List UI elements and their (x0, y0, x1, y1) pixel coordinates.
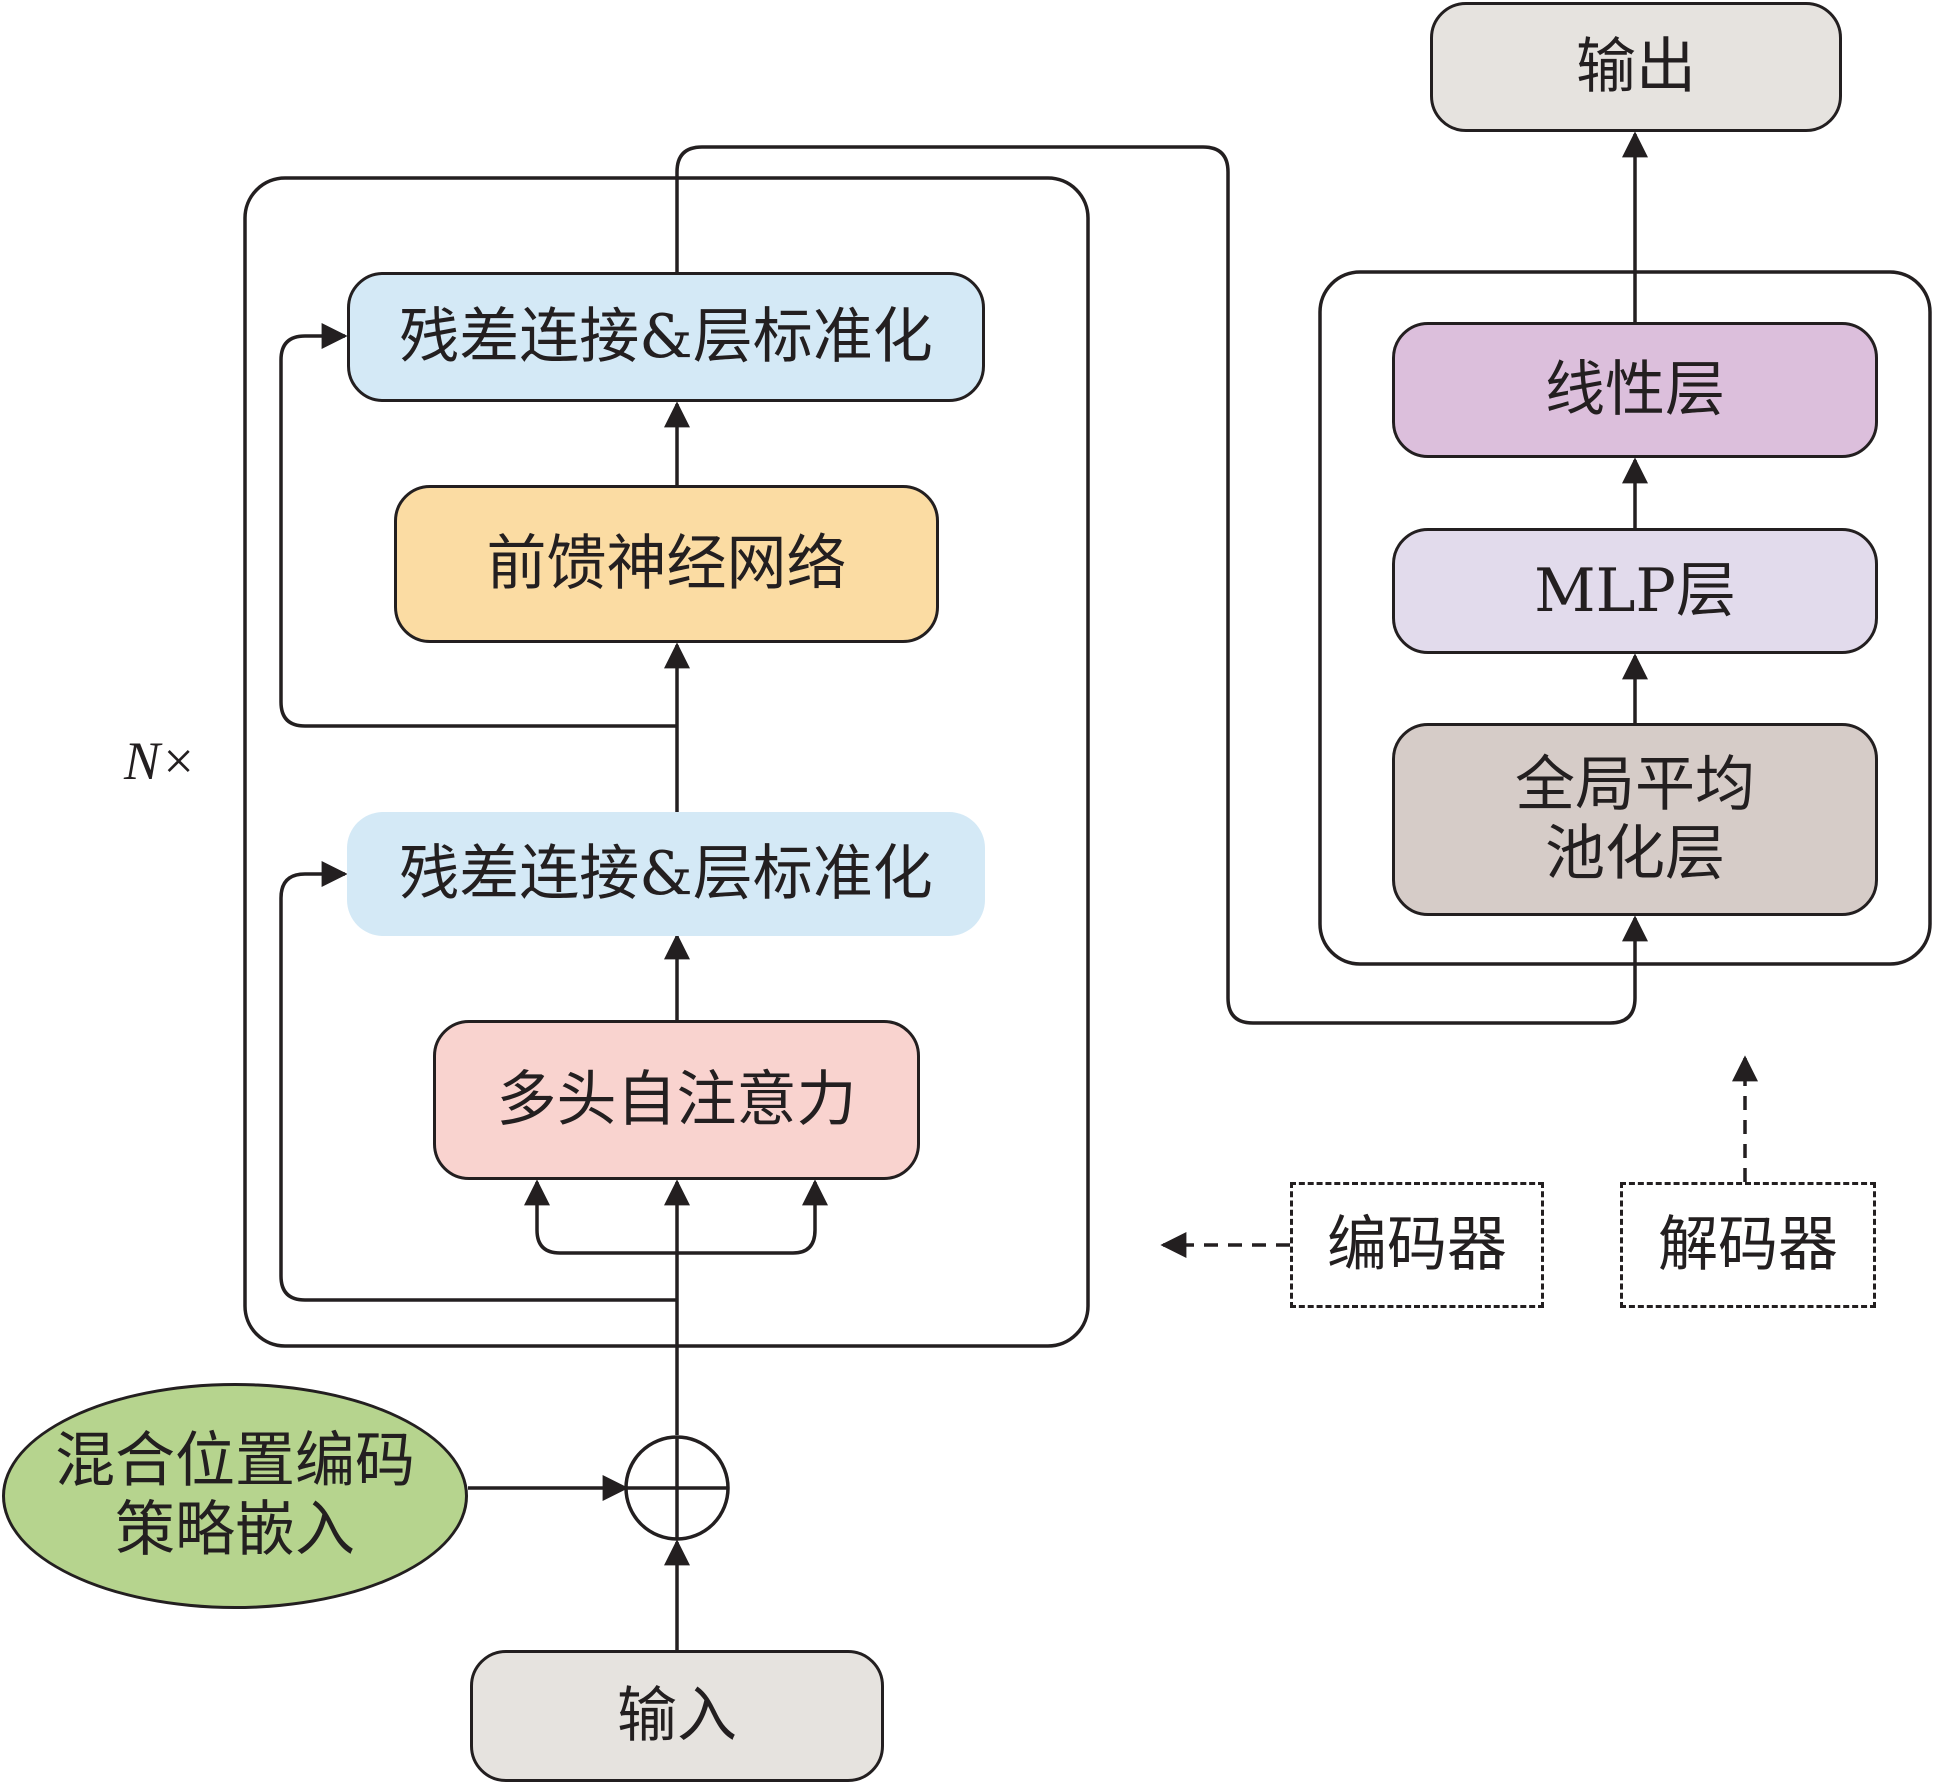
multi-head-attention-node: 多头自注意力 (433, 1020, 920, 1180)
global-avg-pool-line1: 全局平均 (1515, 749, 1755, 820)
add-operator (624, 1435, 730, 1541)
residual-skip-bottom (279, 861, 677, 1302)
residual-skip-top (279, 323, 677, 728)
position-encoding-node: 混合位置编码 策略嵌入 (2, 1383, 468, 1609)
residual-norm-bottom: 残差连接&层标准化 (347, 812, 985, 936)
route-encoder-to-decoder (675, 145, 1648, 1025)
encoder-legend: 编码器 (1290, 1182, 1544, 1308)
arrow-attention-right-branch (677, 1179, 828, 1255)
decoder-container (1318, 270, 1932, 966)
encoder-container (243, 176, 1090, 1348)
input-node: 输入 (470, 1650, 884, 1782)
decoder-legend: 解码器 (1620, 1182, 1876, 1308)
position-encoding-line2: 策略嵌入 (115, 1495, 355, 1565)
linear-layer-node: 线性层 (1392, 322, 1878, 458)
global-avg-pool-node: 全局平均 池化层 (1392, 723, 1878, 916)
arrow-attention-left-branch (524, 1179, 677, 1255)
output-node: 输出 (1430, 2, 1842, 132)
position-encoding-line1: 混合位置编码 (55, 1426, 415, 1496)
repeat-label: N× (124, 731, 197, 791)
global-avg-pool-line2: 池化层 (1545, 818, 1725, 889)
mlp-layer-node: MLP层 (1392, 528, 1878, 654)
feed-forward-node: 前馈神经网络 (394, 485, 939, 643)
residual-norm-top: 残差连接&层标准化 (347, 272, 985, 402)
